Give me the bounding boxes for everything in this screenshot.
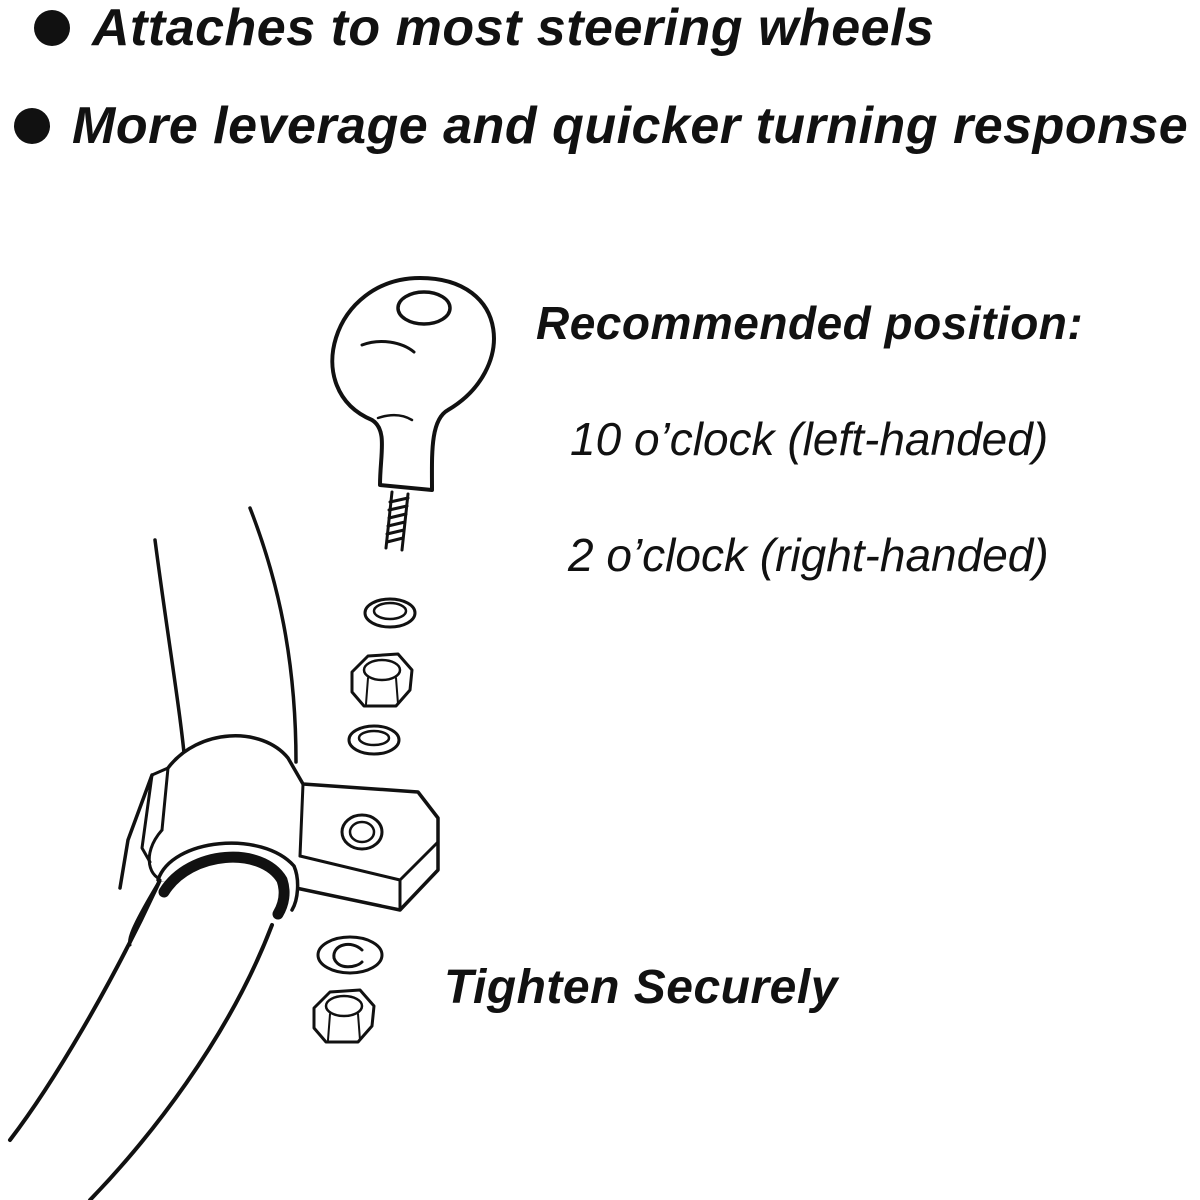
clamp-bracket-icon [118, 734, 440, 947]
feature-bullet-2: More leverage and quicker turning respon… [14, 96, 1188, 156]
threaded-stud-icon [384, 490, 410, 552]
hex-nut-icon [350, 652, 414, 708]
feature-text-1: Attaches to most steering wheels [92, 0, 935, 57]
hex-nut-icon [312, 988, 376, 1044]
lock-washer-icon [316, 935, 384, 975]
recommended-position-heading: Recommended position: [536, 297, 1084, 349]
tighten-securely-label: Tighten Securely [444, 961, 838, 1014]
flat-washer-icon [347, 724, 401, 756]
spinner-knob-icon [330, 276, 496, 492]
right-handed-position: 2 o’clock (right-handed) [568, 529, 1049, 581]
left-handed-position: 10 o’clock (left-handed) [570, 413, 1049, 465]
bullet-dot-icon [14, 108, 50, 144]
bullet-dot-icon [34, 10, 70, 46]
flat-washer-icon [363, 597, 417, 629]
feature-bullet-1: Attaches to most steering wheels [34, 0, 934, 58]
feature-text-2: More leverage and quicker turning respon… [72, 97, 1189, 155]
